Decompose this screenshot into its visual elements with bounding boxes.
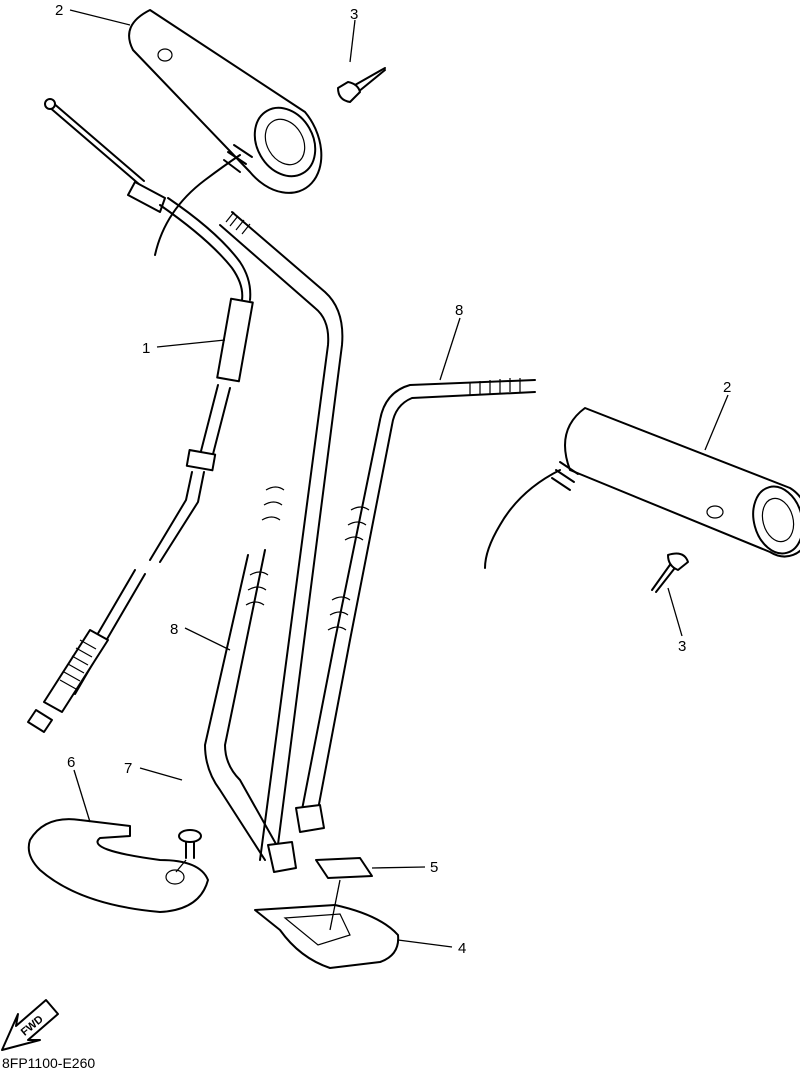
callout-2-top: 2: [55, 2, 63, 19]
callout-1: 1: [142, 340, 150, 357]
callout-3-top: 3: [350, 6, 358, 23]
screw: [178, 829, 202, 859]
callout-7: 7: [124, 760, 132, 777]
callout-3-right: 3: [678, 638, 686, 655]
rivet-top: [337, 67, 386, 103]
diagram-code: 8FP1100-E260: [2, 1055, 95, 1071]
throttle-cable: [27, 98, 254, 733]
callout-4: 4: [458, 940, 466, 957]
brake-rod-left: [204, 211, 344, 873]
lever-bracket: [27, 818, 209, 913]
callout-6: 6: [67, 754, 75, 771]
grip-right: [484, 407, 800, 569]
bracket-base: [254, 904, 400, 969]
grip-top: [128, 9, 323, 256]
callout-2-right: 2: [723, 379, 731, 396]
callout-5: 5: [430, 859, 438, 876]
callout-8-left: 8: [170, 621, 178, 638]
leader-lines: [69, 9, 729, 948]
callout-8-right: 8: [455, 302, 463, 319]
pad: [315, 857, 373, 879]
rivet-right: [651, 552, 689, 593]
brake-rod-right: [295, 378, 536, 833]
fwd-arrow-icon: FWD: [1, 999, 59, 1051]
